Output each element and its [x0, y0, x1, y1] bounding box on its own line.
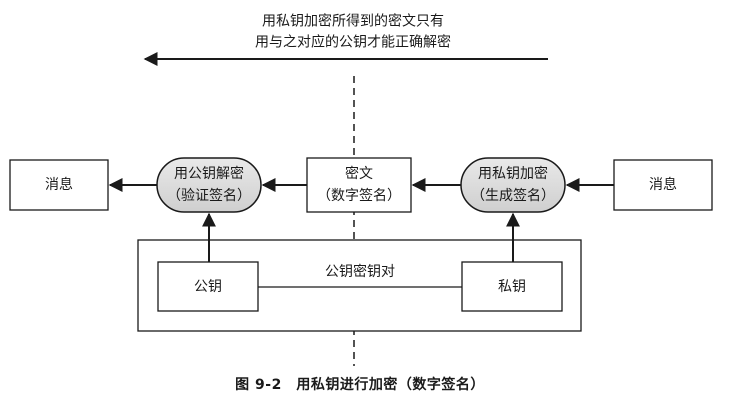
key-pair-label: 公钥密钥对	[323, 262, 397, 282]
message-left-label: 消息	[45, 177, 73, 193]
decrypt-label-line1: 用公钥解密	[174, 166, 244, 182]
decrypt-label-line2: （验证签名）	[167, 188, 251, 204]
ciphertext-label-line1: 密文	[345, 166, 373, 182]
public-key-label: 公钥	[194, 279, 222, 295]
message-right-box	[613, 159, 713, 211]
message-right-label: 消息	[649, 177, 677, 193]
ciphertext-label-line2: （数字签名）	[317, 188, 401, 204]
figure-caption: 图 9-2 用私钥进行加密（数字签名）	[235, 377, 485, 393]
top-note-line1: 用私钥加密所得到的密文只有	[262, 13, 444, 30]
encrypt-label-line2: （生成签名）	[471, 188, 555, 204]
message-left-box	[9, 159, 109, 211]
top-note-line2: 用与之对应的公钥才能正确解密	[255, 34, 451, 51]
ciphertext-box	[306, 157, 412, 213]
encrypt-label-line1: 用私钥加密	[478, 166, 548, 182]
private-key-label: 私钥	[498, 279, 526, 295]
private-key-box	[461, 261, 563, 312]
